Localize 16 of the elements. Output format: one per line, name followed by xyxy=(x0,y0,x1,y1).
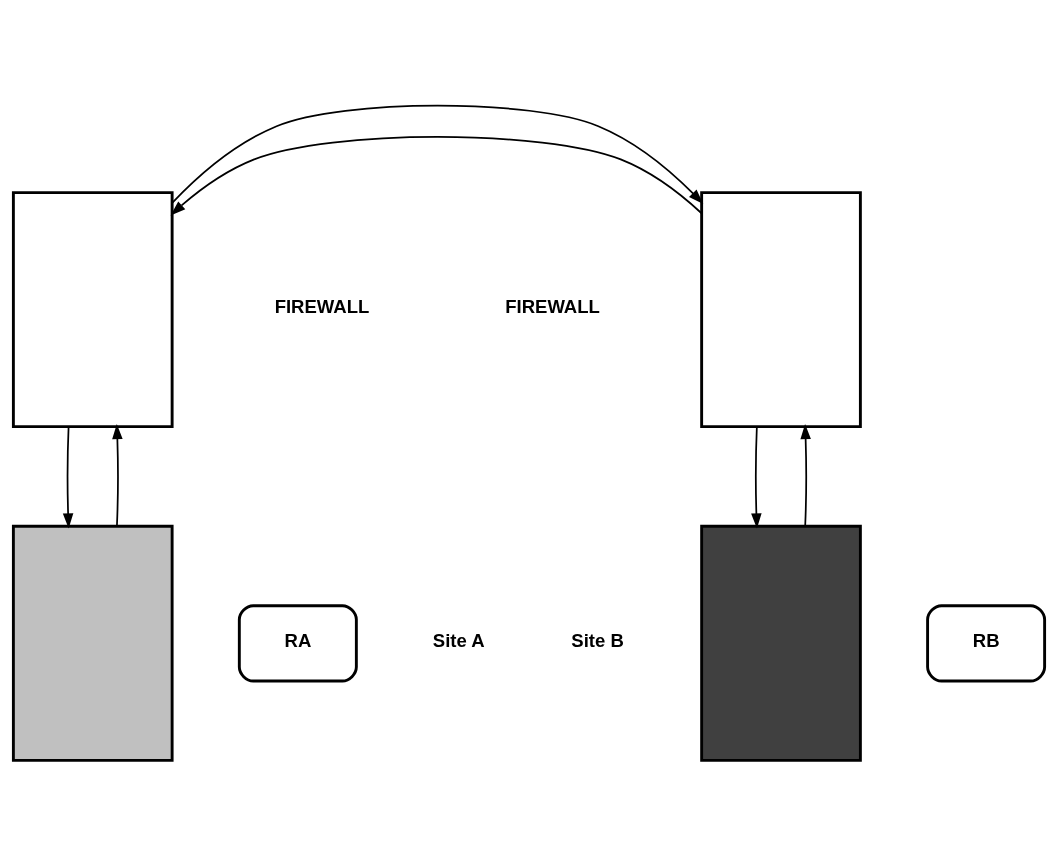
arrow xyxy=(170,135,703,215)
label: FIREWALL xyxy=(505,295,600,317)
node-box xyxy=(11,190,174,428)
arrow xyxy=(62,425,74,528)
arrow xyxy=(751,425,762,528)
node-box: RA xyxy=(237,603,358,682)
arrow xyxy=(800,423,811,527)
node-box xyxy=(700,190,862,428)
label: Site A xyxy=(432,629,485,651)
arrow xyxy=(112,423,123,527)
label: FIREWALL xyxy=(274,295,370,317)
node-box xyxy=(11,524,174,762)
label: Site B xyxy=(571,629,624,651)
arrow xyxy=(171,104,704,204)
node-box xyxy=(700,524,862,762)
node-box: RB xyxy=(926,603,1047,682)
